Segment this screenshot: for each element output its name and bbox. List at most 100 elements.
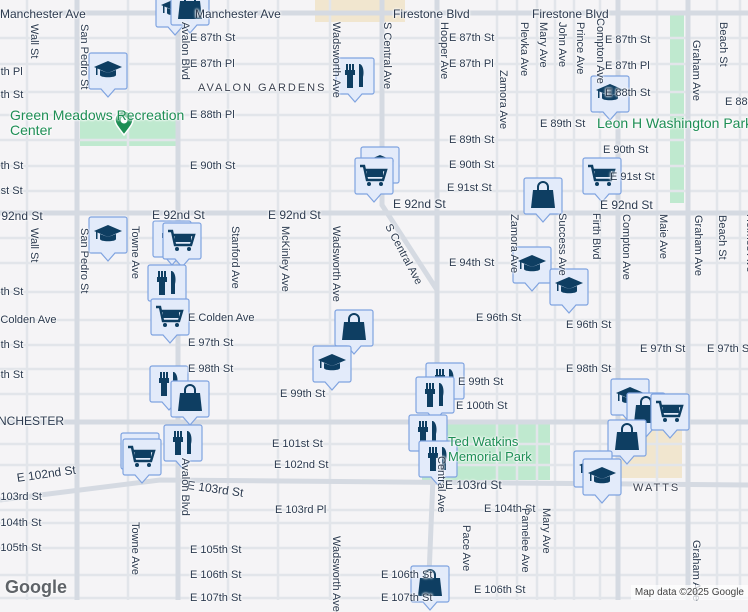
street-label: E 97th St <box>188 337 234 349</box>
school-icon <box>318 354 346 371</box>
street-label: E 103rd Pl <box>275 504 327 516</box>
street-label: E 92nd St <box>268 208 321 222</box>
street-label: E Colden Ave <box>188 312 255 324</box>
street-label: Wadsworth Ave <box>330 22 342 98</box>
street-label: E 101st St <box>272 438 323 450</box>
street-label: E 98th St <box>0 369 24 381</box>
shopping-cart-marker[interactable] <box>650 393 690 439</box>
street-label: Avalon Blvd <box>179 458 191 516</box>
street-label: E 92nd St <box>152 208 205 222</box>
street-label: Zamora Ave <box>497 70 509 130</box>
street-label: Stanford Ave <box>229 226 241 289</box>
street-label: E 106th St <box>474 584 526 596</box>
street-label: E 91st St <box>610 171 655 183</box>
street-label: Mary Ave <box>540 508 552 554</box>
street-label: E 90th St <box>190 160 236 172</box>
shopping-cart-icon <box>156 305 184 327</box>
school-icon <box>596 84 624 101</box>
shopping-bag-marker[interactable] <box>607 419 647 465</box>
street-label: E 88th St <box>605 87 651 99</box>
street-label: E 90th St <box>449 159 495 171</box>
neighborhood-label: AVALON GARDENS <box>198 82 327 94</box>
park-label[interactable]: Ted Watkins Memorial Park <box>448 434 532 464</box>
street-label: E 87th Pl <box>0 66 23 78</box>
restaurant-icon <box>345 64 364 88</box>
street-label: Holmes Ave <box>744 214 748 273</box>
restaurant-icon <box>425 383 444 407</box>
park-pin-icon[interactable] <box>114 110 134 136</box>
street-label: E 94th St <box>449 257 495 269</box>
park-leon-washington <box>670 15 684 203</box>
street-label: Firth Blvd <box>590 213 602 260</box>
shopping-bag-icon <box>178 0 202 19</box>
street-label: Hooper Ave <box>438 22 450 80</box>
restaurant-marker[interactable] <box>335 57 375 103</box>
street-label: Central Ave <box>435 456 447 513</box>
restaurant-marker[interactable] <box>147 264 187 310</box>
shopping-cart-marker[interactable] <box>354 157 394 203</box>
street-label: S Central Ave <box>381 22 393 90</box>
shopping-bag-marker[interactable] <box>334 309 374 355</box>
school-marker[interactable] <box>549 268 589 314</box>
street-label: E 107th St <box>190 592 242 604</box>
street-label: E 98th St <box>188 363 234 375</box>
street-label: E 107th St <box>381 592 433 604</box>
street-label: E 87th Pl <box>449 58 494 70</box>
street-label: E 91st St <box>0 185 23 197</box>
street-label: E 104th St <box>0 517 42 529</box>
restaurant-marker[interactable] <box>163 424 203 470</box>
street-label: E Colden Ave <box>0 314 57 326</box>
restaurant-icon <box>173 431 192 455</box>
street-label: E 105th St <box>190 544 242 556</box>
shopping-cart-marker[interactable] <box>162 222 202 268</box>
street-label: E 99th St <box>280 388 326 400</box>
street-label: Wadsworth Ave <box>330 536 342 612</box>
shopping-cart-marker[interactable] <box>582 157 622 203</box>
shopping-bag-icon <box>418 569 442 596</box>
shopping-cart-marker[interactable] <box>150 298 190 344</box>
shopping-cart-marker[interactable] <box>122 438 162 484</box>
school-marker[interactable] <box>512 246 552 292</box>
street-label: E 96th St <box>476 312 522 324</box>
street-label: E 87th Pl <box>190 58 235 70</box>
e-103rd-st-road <box>0 477 748 503</box>
school-marker[interactable] <box>590 75 630 121</box>
street-label: Graham Ave <box>690 40 702 101</box>
park-label[interactable]: Leon H Washington Park <box>597 115 748 131</box>
school-marker[interactable] <box>88 52 128 98</box>
school-marker[interactable] <box>88 216 128 262</box>
school-marker[interactable] <box>582 458 622 504</box>
street-label: E 106th St <box>190 569 242 581</box>
street-label: Success Ave <box>556 213 568 276</box>
street-label: E 95th St <box>0 286 24 298</box>
shopping-cart-icon <box>360 164 388 186</box>
shopping-cart-icon <box>168 229 196 251</box>
street-label: Maie Ave <box>657 214 669 260</box>
shopping-bag-icon <box>342 313 366 340</box>
street-label: E 87th St <box>190 32 236 44</box>
shopping-bag-icon <box>531 181 555 208</box>
restaurant-marker[interactable] <box>418 440 458 486</box>
street-label: Pace Ave <box>460 525 472 572</box>
street-label: E 104th St <box>484 503 536 515</box>
street-label: Compton Ave <box>594 18 606 84</box>
street-label: Manchester Ave <box>195 7 281 21</box>
park-label[interactable]: Green Meadows Recreation Center <box>10 107 185 138</box>
street-label: E 98th St <box>566 363 612 375</box>
street-label: E 92nd St <box>393 197 446 211</box>
street-label: E 88th St <box>725 96 748 108</box>
shopping-bag-marker[interactable] <box>170 0 210 34</box>
map-attribution[interactable]: Map data ©2025 Google <box>630 585 748 600</box>
school-marker[interactable] <box>312 345 352 391</box>
street-label: E 88th Pl <box>190 109 235 121</box>
street-label: Firestone Blvd <box>532 7 609 21</box>
street-label: Avalon Blvd <box>179 22 191 80</box>
shopping-bag-marker[interactable] <box>523 177 563 223</box>
street-label: Pamelee Ave <box>519 508 531 573</box>
street-label: Compton Ave <box>620 214 632 280</box>
street-label: Beach St <box>717 22 729 67</box>
street-label: San Pedro St <box>78 24 90 90</box>
shopping-bag-icon <box>178 384 202 411</box>
shopping-bag-marker[interactable] <box>170 380 210 426</box>
street-label: Prince Ave <box>574 22 586 75</box>
